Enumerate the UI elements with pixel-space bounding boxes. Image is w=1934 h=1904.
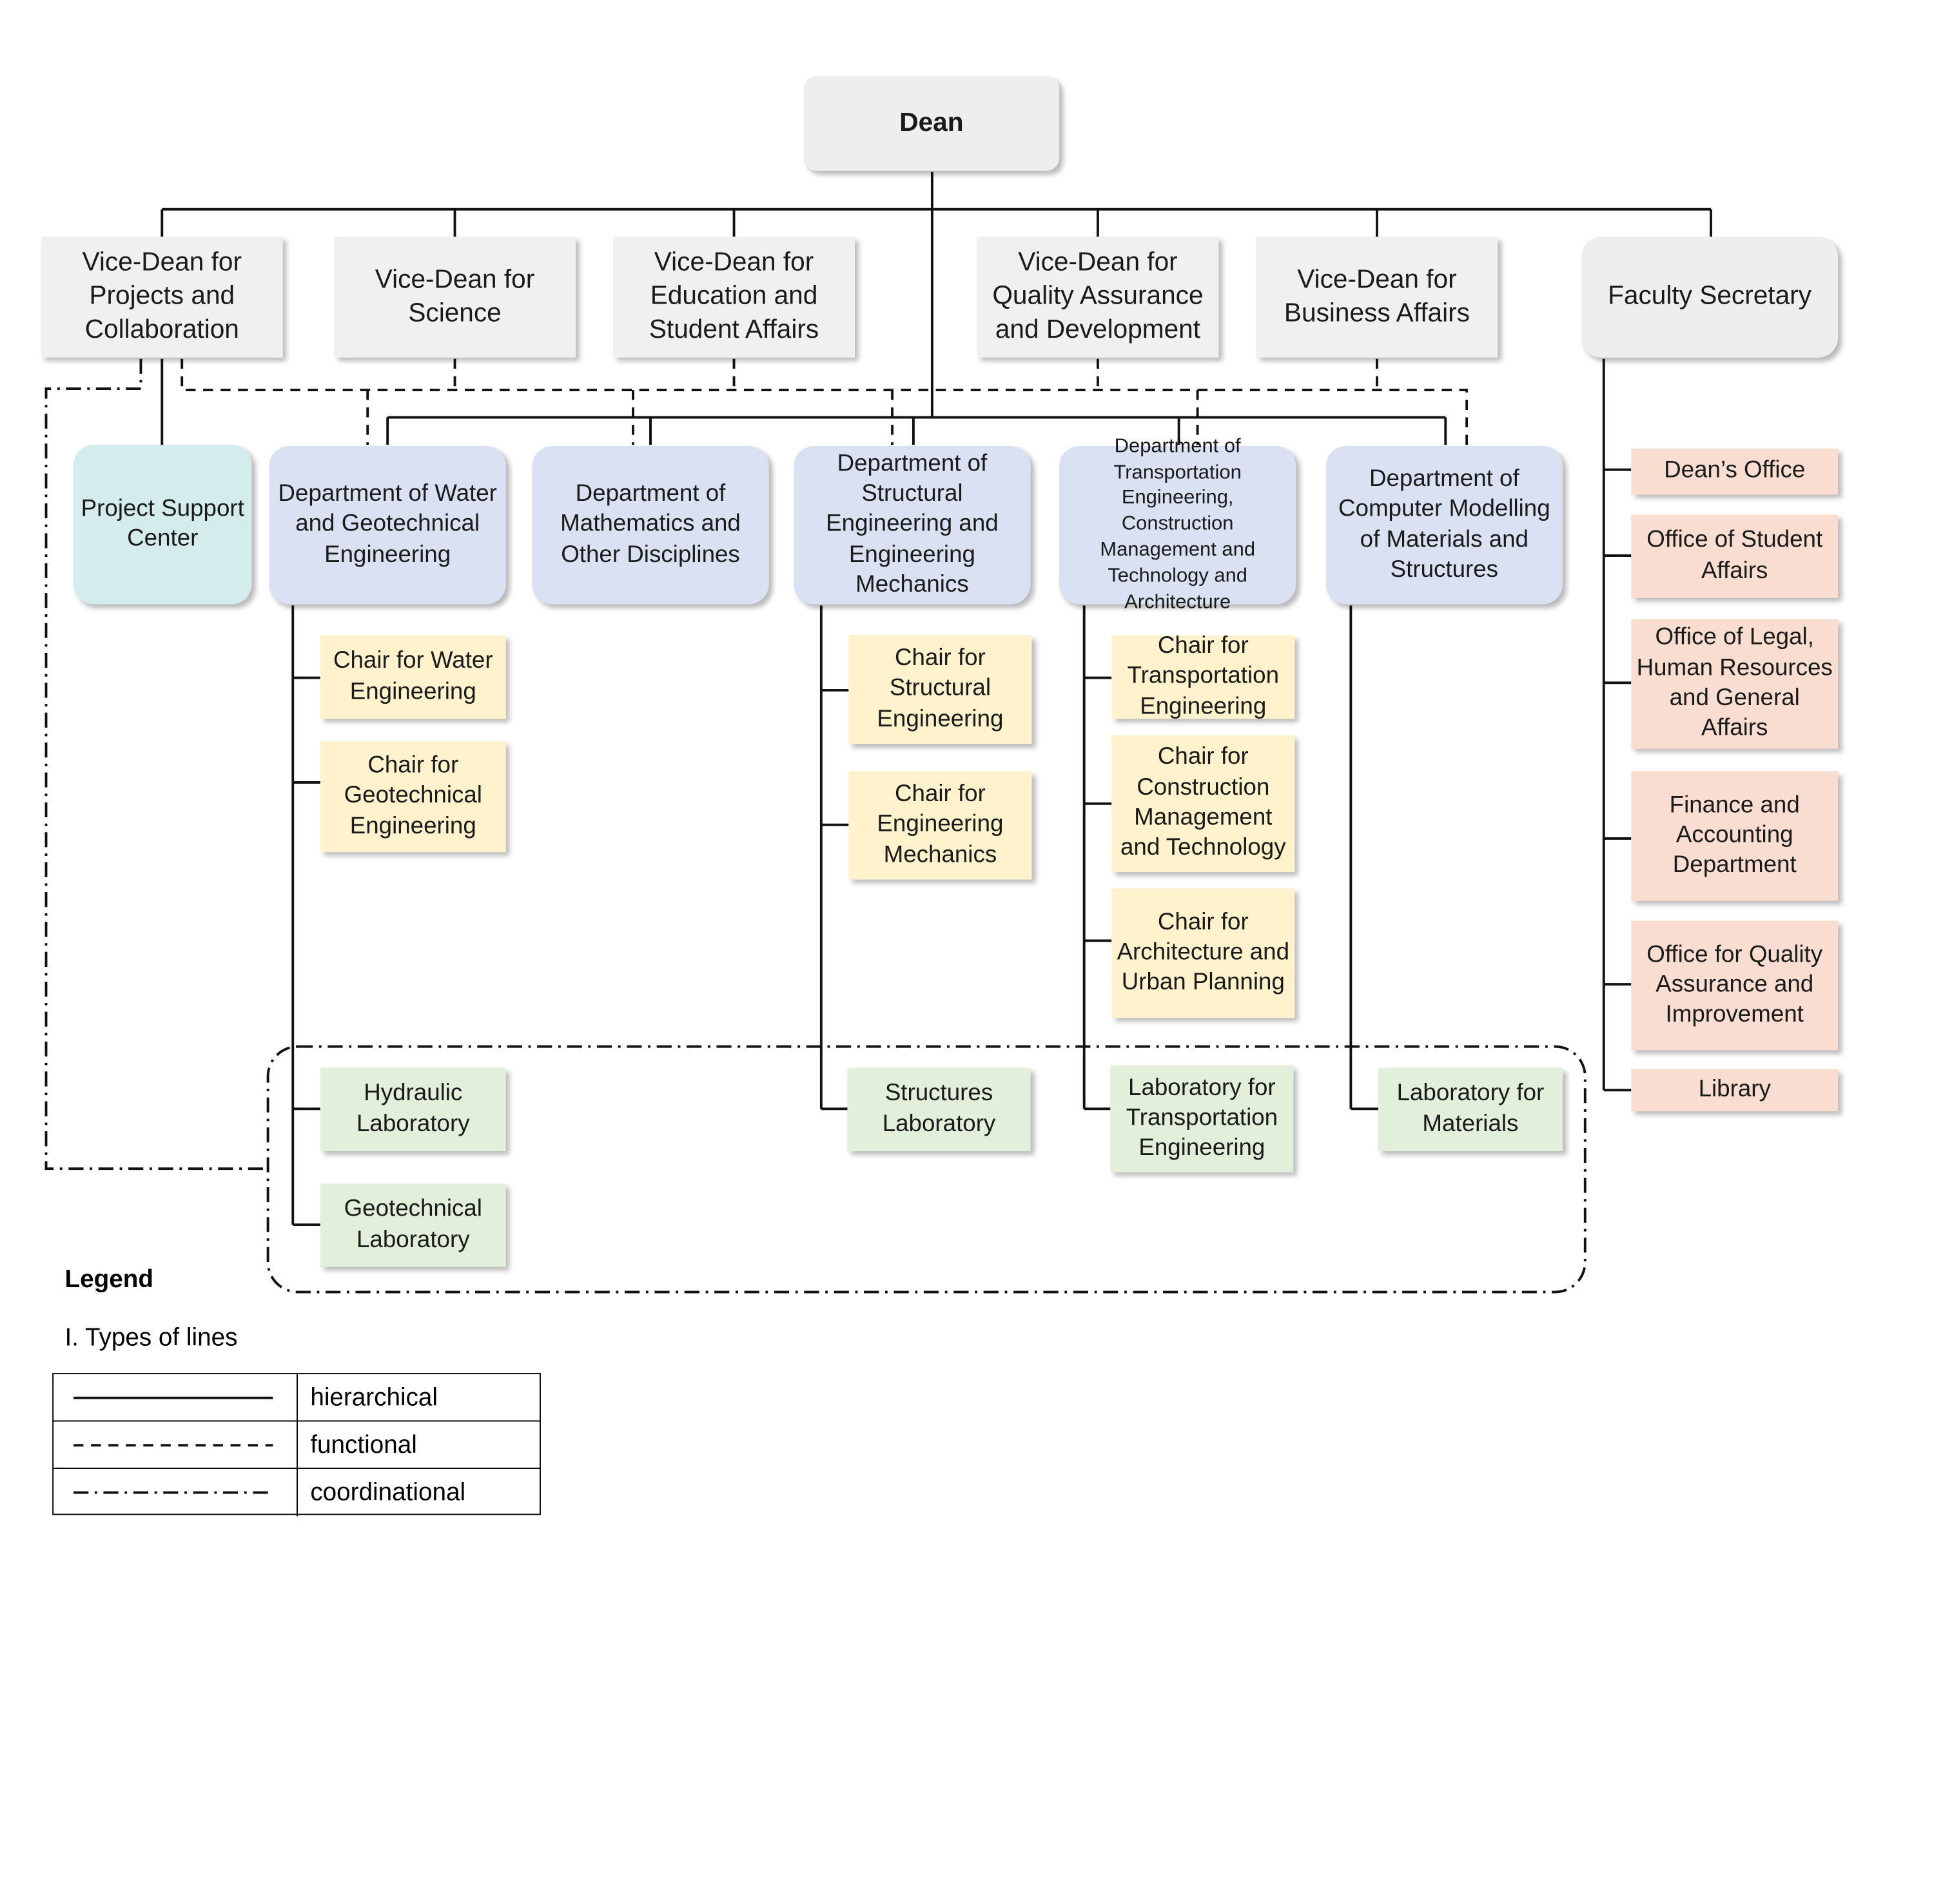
lab-structures-box: Structures Laboratory [847,1067,1031,1152]
chair-transport-label: Chair for Transportation Engineering [1127,633,1280,720]
legend-title: Legend [64,1265,153,1294]
department-structural-box: Department of Structural Engineering and… [794,446,1031,605]
department-transport-box: Department of Transportation Engineering… [1059,436,1296,612]
legend-dashdot-line-sample [73,1491,273,1494]
lab-transport-box: Laboratory for Transportation Engineerin… [1110,1065,1294,1172]
office-deans-box: Dean’s Office [1631,448,1839,495]
legend-subtitle: I. Types of lines [64,1324,238,1352]
legend-table: hierarchical functional coordinational [52,1373,541,1517]
project-support-center-box: Project Support Center [73,445,252,605]
legend-functional-label: functional [310,1432,417,1459]
vice-dean-education-box: Vice-Dean for Education and Student Affa… [613,237,855,358]
department-water-label: Department of Water and Geotechnical Eng… [278,481,497,568]
dean-label: Dean [899,108,964,137]
office-library-box: Library [1631,1069,1839,1112]
department-water-box: Department of Water and Geotechnical Eng… [269,446,506,605]
department-math-label: Department of Mathematics and Other Disc… [560,481,741,568]
legend-coordinational-label: coordinational [310,1479,466,1506]
lab-geotech-box: Geotechnical Laboratory [320,1183,506,1267]
office-deans-label: Dean’s Office [1664,458,1806,484]
vice-dean-science-box: Vice-Dean for Science [334,237,576,358]
hierarchical-line [161,209,1712,237]
vice-dean-quality-box: Vice-Dean for Quality Assurance and Deve… [977,237,1219,358]
vice-dean-business-box: Vice-Dean for Business Affairs [1256,237,1498,358]
coordinational-lab-group [266,1045,1587,1294]
chair-geotech-label: Chair for Geotechnical Engineering [344,752,482,840]
legend-row-functional: functional [54,1421,540,1469]
hierarchical-line [386,417,1447,445]
chair-construction-box: Chair for Construction Management and Te… [1111,735,1295,873]
office-student-affairs-label: Office of Student Affairs [1646,527,1823,584]
functional-line [181,358,1469,445]
chair-construction-label: Chair for Construction Management and Te… [1120,744,1286,862]
office-quality-label: Office for Quality Assurance and Improve… [1646,941,1823,1029]
lab-materials-label: Laboratory for Materials [1396,1080,1545,1137]
lab-geotech-label: Geotechnical Laboratory [344,1196,482,1253]
project-support-center-label: Project Support Center [81,495,244,552]
chair-transport-box: Chair for Transportation Engineering [1111,633,1295,720]
department-structural-label: Department of Structural Engineering and… [826,451,999,598]
legend-row-coordinational: coordinational [54,1468,540,1517]
chair-structural-label: Chair for Structural Engineering [877,645,1004,732]
legend-hierarchical-label: hierarchical [310,1384,438,1412]
dean-box: Dean [803,75,1060,171]
vice-dean-projects-label: Vice-Dean for Projects and Collaboration [82,248,242,344]
office-legal-box: Office of Legal, Human Resources and Gen… [1631,619,1839,749]
legend-solid-line-sample [73,1396,273,1399]
faculty-secretary-box: Faculty Secretary [1581,237,1839,358]
hierarchical-line [819,605,849,1111]
lab-hydraulic-box: Hydraulic Laboratory [320,1067,506,1152]
office-quality-box: Office for Quality Assurance and Improve… [1631,920,1839,1051]
coordinational-line [44,358,268,1171]
vice-dean-quality-label: Vice-Dean for Quality Assurance and Deve… [992,248,1204,344]
lab-hydraulic-label: Hydraulic Laboratory [356,1080,470,1137]
vice-dean-business-label: Vice-Dean for Business Affairs [1284,265,1470,327]
vice-dean-education-label: Vice-Dean for Education and Student Affa… [649,248,819,344]
office-finance-label: Finance and Accounting Department [1669,792,1800,879]
hierarchical-line [1602,358,1632,1092]
chair-mechanics-label: Chair for Engineering Mechanics [877,781,1004,868]
department-math-box: Department of Mathematics and Other Disc… [532,446,769,605]
chair-water-box: Chair for Water Engineering [320,635,506,719]
office-library-label: Library [1698,1076,1771,1103]
hierarchical-line [1082,605,1112,1111]
department-computer-box: Department of Computer Modelling of Mate… [1325,446,1563,605]
office-student-affairs-box: Office of Student Affairs [1631,514,1839,598]
faculty-secretary-label: Faculty Secretary [1608,281,1812,311]
lab-materials-box: Laboratory for Materials [1378,1067,1563,1152]
chair-mechanics-box: Chair for Engineering Mechanics [848,771,1032,880]
lab-transport-label: Laboratory for Transportation Engineerin… [1126,1074,1278,1161]
chair-structural-box: Chair for Structural Engineering [848,635,1032,744]
chair-architecture-box: Chair for Architecture and Urban Plannin… [1111,888,1295,1018]
vice-dean-science-label: Vice-Dean for Science [375,265,535,327]
legend-row-hierarchical: hierarchical [54,1374,540,1422]
hierarchical-line [291,605,320,1227]
office-legal-label: Office of Legal, Human Resources and Gen… [1636,625,1833,742]
chair-architecture-label: Chair for Architecture and Urban Plannin… [1117,909,1290,996]
legend-dashed-line-sample [73,1444,273,1447]
department-transport-label: Department of Transportation Engineering… [1100,436,1256,613]
hierarchical-line [1349,605,1378,1111]
department-computer-label: Department of Computer Modelling of Mate… [1338,465,1550,583]
chair-water-label: Chair for Water Engineering [333,648,493,705]
lab-structures-label: Structures Laboratory [882,1080,996,1137]
chair-geotech-box: Chair for Geotechnical Engineering [320,741,506,853]
vice-dean-projects-box: Vice-Dean for Projects and Collaboration [41,237,283,358]
office-finance-box: Finance and Accounting Department [1631,771,1839,901]
